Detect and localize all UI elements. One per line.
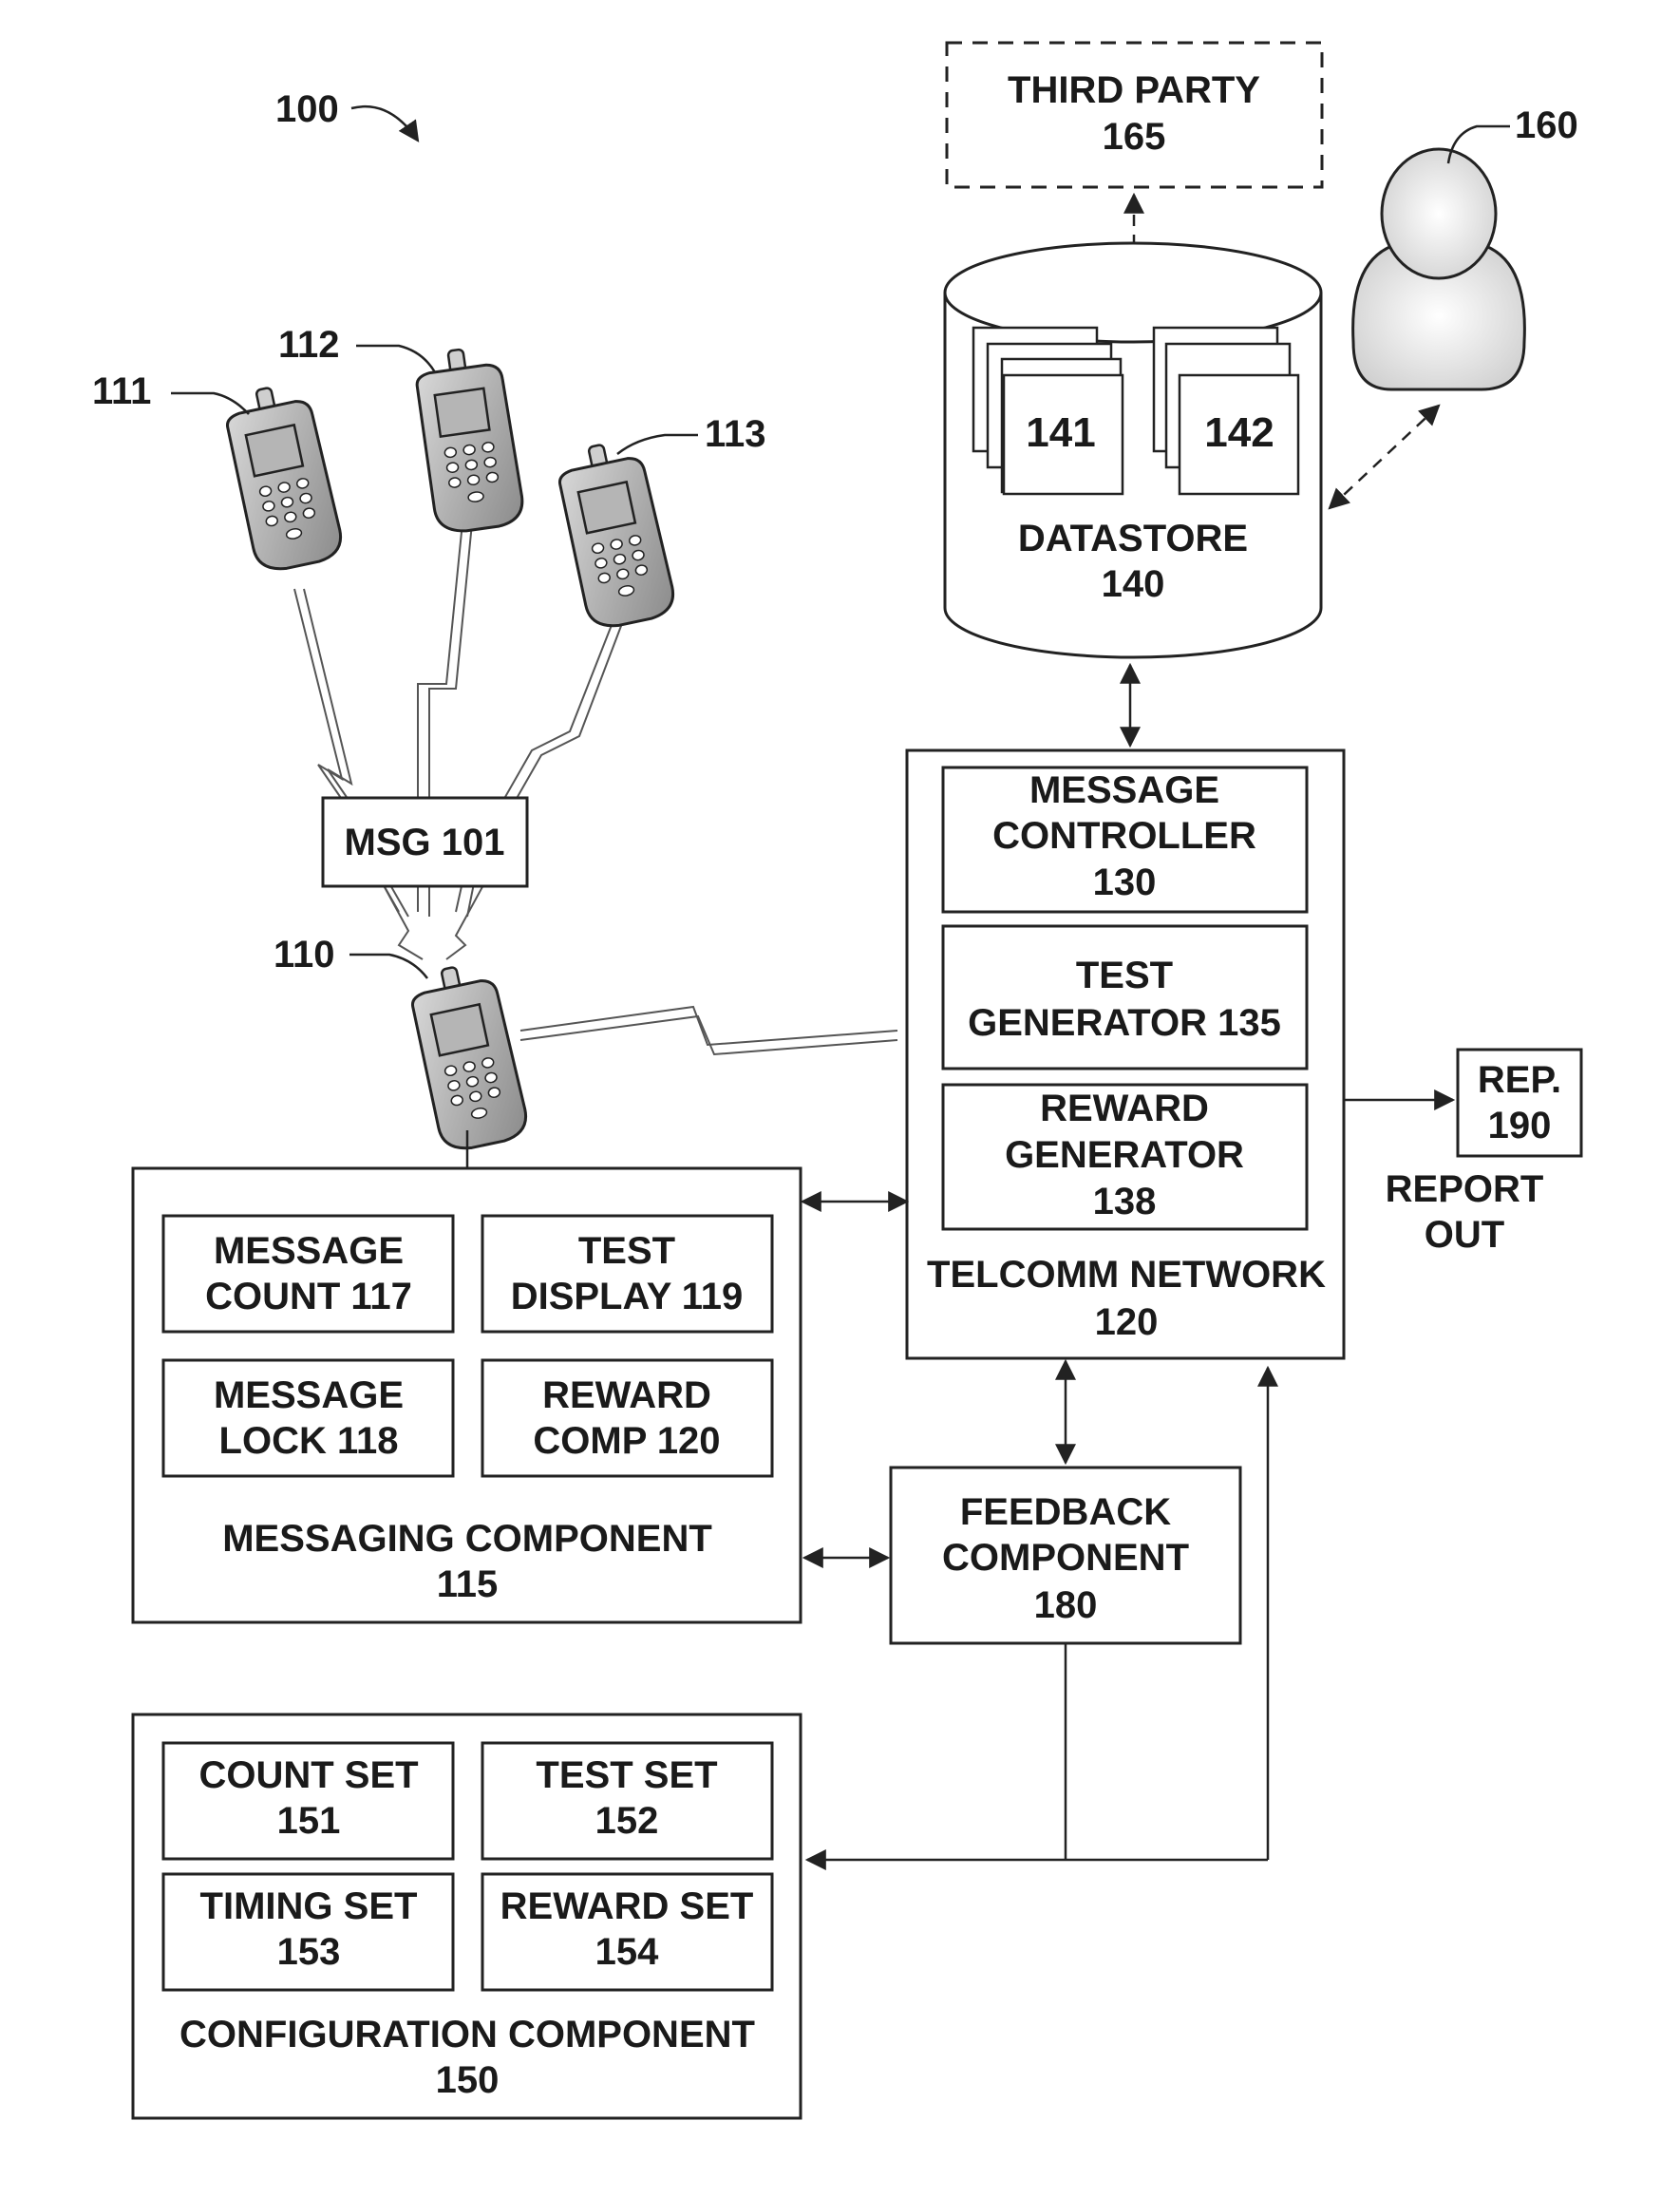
phone-111: 111 <box>92 370 346 575</box>
svg-text:151: 151 <box>277 1800 341 1842</box>
feedback-component-box: FEEDBACK COMPONENT 180 <box>891 1468 1240 1643</box>
svg-text:DISPLAY 119: DISPLAY 119 <box>511 1276 744 1317</box>
svg-text:MSG 101: MSG 101 <box>345 822 505 863</box>
message-lock-box: MESSAGE LOCK 118 <box>163 1360 453 1476</box>
svg-text:140: 140 <box>1102 563 1165 605</box>
svg-text:180: 180 <box>1034 1584 1098 1626</box>
svg-text:TEST: TEST <box>578 1230 675 1272</box>
svg-text:CONFIGURATION COMPONENT: CONFIGURATION COMPONENT <box>179 2014 755 2055</box>
test-generator-box: TEST GENERATOR 135 <box>943 926 1307 1069</box>
svg-text:154: 154 <box>595 1931 659 1973</box>
svg-text:REWARD: REWARD <box>1040 1088 1209 1129</box>
svg-text:142: 142 <box>1204 409 1274 456</box>
figure-ref-100: 100 <box>275 88 418 141</box>
svg-text:100: 100 <box>275 88 339 130</box>
report-box: REP. 190 <box>1458 1050 1581 1156</box>
svg-text:MESSAGE: MESSAGE <box>214 1230 404 1272</box>
test-set-box: TEST SET 152 <box>482 1743 772 1859</box>
svg-text:REP.: REP. <box>1478 1059 1561 1101</box>
messaging-component-box: MESSAGE COUNT 117 TEST DISPLAY 119 MESSA… <box>133 1168 801 1622</box>
configuration-component-box: COUNT SET 151 TEST SET 152 TIMING SET 15… <box>133 1714 801 2118</box>
svg-text:COUNT 117: COUNT 117 <box>205 1276 412 1317</box>
svg-text:111: 111 <box>92 370 151 412</box>
svg-text:150: 150 <box>436 2059 500 2101</box>
reward-set-box: REWARD SET 154 <box>482 1874 772 1990</box>
count-set-box: COUNT SET 151 <box>163 1743 453 1859</box>
svg-text:COUNT SET: COUNT SET <box>198 1754 418 1796</box>
svg-text:MESSAGING COMPONENT: MESSAGING COMPONENT <box>222 1518 712 1560</box>
svg-text:110: 110 <box>274 934 335 975</box>
svg-text:FEEDBACK: FEEDBACK <box>960 1491 1171 1533</box>
svg-text:COMP 120: COMP 120 <box>533 1420 720 1462</box>
svg-text:190: 190 <box>1488 1105 1552 1146</box>
svg-text:138: 138 <box>1093 1181 1157 1222</box>
svg-text:MESSAGE: MESSAGE <box>214 1374 404 1416</box>
svg-text:153: 153 <box>277 1931 341 1973</box>
svg-text:COMPONENT: COMPONENT <box>942 1537 1189 1579</box>
timing-set-box: TIMING SET 153 <box>163 1874 453 1990</box>
datastore-cylinder: 141 142 DATASTORE 140 <box>945 243 1321 657</box>
report-out-label: REPORT <box>1386 1168 1544 1210</box>
reward-generator-box: REWARD GENERATOR 138 <box>943 1085 1307 1229</box>
svg-text:REWARD SET: REWARD SET <box>500 1885 754 1927</box>
svg-text:152: 152 <box>595 1800 659 1842</box>
third-party-box: THIRD PARTY 165 <box>947 43 1322 187</box>
svg-text:LOCK 118: LOCK 118 <box>219 1420 399 1462</box>
svg-text:112: 112 <box>278 324 340 366</box>
svg-text:DATASTORE: DATASTORE <box>1018 518 1248 559</box>
phone-110: 110 <box>274 934 531 1154</box>
svg-text:141: 141 <box>1026 409 1095 456</box>
telcomm-network-box: MESSAGE CONTROLLER 130 TEST GENERATOR 13… <box>907 750 1344 1358</box>
svg-text:TEST: TEST <box>1076 955 1173 996</box>
phone-113: 113 <box>554 413 765 632</box>
svg-text:165: 165 <box>1103 116 1166 158</box>
svg-text:TELCOMM NETWORK: TELCOMM NETWORK <box>927 1254 1326 1296</box>
svg-text:THIRD PARTY: THIRD PARTY <box>1008 69 1260 111</box>
report-out-label-2: OUT <box>1425 1214 1504 1256</box>
test-display-box: TEST DISPLAY 119 <box>482 1216 772 1332</box>
message-controller-box: MESSAGE CONTROLLER 130 <box>943 767 1307 912</box>
svg-text:MESSAGE: MESSAGE <box>1029 769 1219 811</box>
svg-text:160: 160 <box>1515 104 1578 146</box>
svg-text:REWARD: REWARD <box>542 1374 711 1416</box>
svg-text:113: 113 <box>705 413 766 455</box>
svg-text:GENERATOR: GENERATOR <box>1005 1134 1244 1176</box>
svg-text:120: 120 <box>1095 1301 1159 1343</box>
svg-text:TEST SET: TEST SET <box>536 1754 717 1796</box>
svg-text:115: 115 <box>437 1563 499 1605</box>
reward-comp-box: REWARD COMP 120 <box>482 1360 772 1476</box>
svg-text:GENERATOR 135: GENERATOR 135 <box>968 1002 1281 1044</box>
msg-101-box: MSG 101 <box>323 798 527 886</box>
svg-text:CONTROLLER: CONTROLLER <box>992 815 1256 857</box>
user-160-icon: 160 <box>1353 104 1578 389</box>
svg-text:130: 130 <box>1093 862 1157 903</box>
message-count-box: MESSAGE COUNT 117 <box>163 1216 453 1332</box>
svg-text:TIMING SET: TIMING SET <box>200 1885 418 1927</box>
